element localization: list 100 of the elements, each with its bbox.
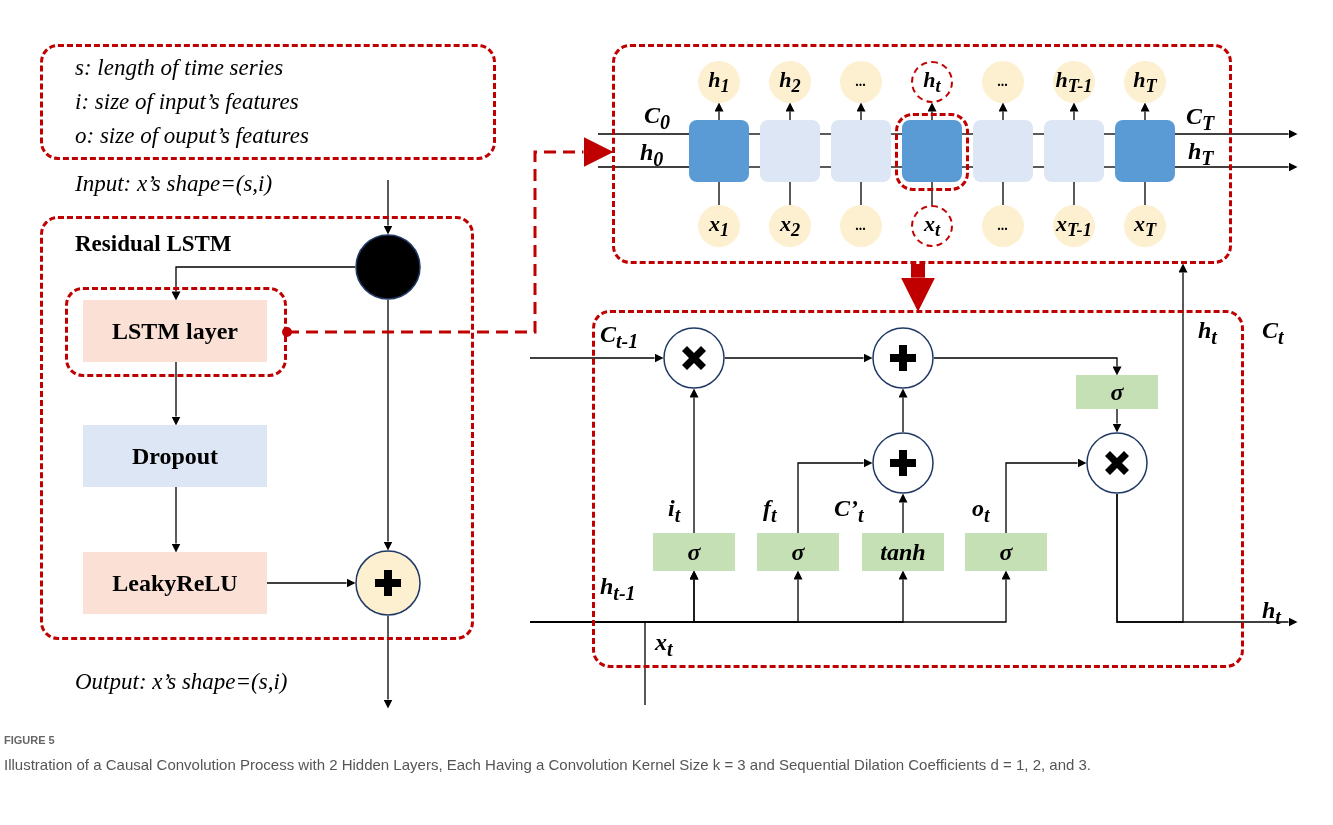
edge-label: h$_{t-1}$ (600, 574, 636, 603)
line (1144, 181, 1146, 206)
gate-label: σ (999, 538, 1013, 566)
state-circle (911, 205, 953, 247)
layer-box (83, 300, 267, 362)
line (1103, 133, 1116, 135)
state-label: h$_{1}$ (708, 66, 730, 98)
arrow (266, 578, 356, 588)
gate-label: σ (1110, 378, 1124, 406)
operator-circle (872, 432, 934, 494)
arrow (529, 570, 1011, 623)
edge-label: h$_{0}$ (640, 140, 664, 169)
state-label: x$_{T}$ (1133, 210, 1157, 242)
line (748, 166, 761, 168)
line (819, 166, 832, 168)
state-label: x$_{t}$ (923, 210, 941, 242)
layer-box (83, 425, 267, 487)
arrow (171, 486, 181, 553)
state-label: ... (855, 74, 867, 90)
gate-box (1076, 375, 1158, 409)
gate-box (757, 533, 839, 571)
operator-circle (663, 327, 725, 389)
arrow (1005, 458, 1087, 534)
definition-text: s: length of time series (75, 55, 284, 81)
line (1002, 181, 1004, 206)
operator-circle (1086, 432, 1148, 494)
line (890, 166, 903, 168)
figure-number: FIGURE 5 (4, 734, 55, 746)
arrow (171, 361, 181, 426)
line (718, 181, 720, 206)
arrow (1069, 102, 1079, 121)
state-label: x$_{T-1}$ (1056, 210, 1092, 242)
edge-label: h$_{t}$ (1198, 318, 1217, 347)
edge-label: C$_{T}$ (1186, 104, 1215, 133)
arrow (383, 615, 393, 709)
edge-label: h$_{t}$ (1262, 598, 1281, 627)
arrow (383, 179, 393, 235)
gate-label: σ (687, 538, 701, 566)
line (789, 181, 791, 206)
state-label: x$_{2}$ (779, 210, 801, 242)
line (890, 133, 903, 135)
edge-label: C$_{0}$ (644, 103, 670, 132)
state-label: ... (997, 74, 1009, 90)
state-label: h$_{2}$ (779, 66, 801, 98)
line (1032, 133, 1045, 135)
state-circle (840, 205, 882, 247)
state-circle (698, 61, 740, 103)
layer-label: LeakyReLU (112, 569, 238, 597)
edge-label: f$_{t}$ (763, 496, 777, 525)
lstm-cell (689, 120, 749, 182)
arrow (998, 102, 1008, 121)
operator-circle (872, 327, 934, 389)
group-title: Residual LSTM (75, 231, 232, 257)
state-label: h$_{t}$ (923, 66, 941, 98)
line (931, 181, 933, 206)
state-circle (769, 205, 811, 247)
line (597, 166, 690, 168)
dashed-group-box (612, 44, 1232, 264)
arrow (1174, 162, 1298, 172)
edge-label: h$_{T}$ (1188, 139, 1214, 168)
state-label: ... (997, 218, 1009, 234)
arrow (689, 388, 699, 534)
figure-caption: Illustration of a Causal Convolution Process with 2 Hidden Layers, Each Having a Convolution Kernel Size k = 3 and Sequential Dilation Coefficients d = 1, 2, and 3. (4, 755, 1093, 775)
arrow (856, 102, 866, 121)
layer-box (83, 552, 267, 614)
operator-circle (355, 550, 421, 616)
lstm-cell (760, 120, 820, 182)
arrow (529, 353, 664, 363)
definition-text: i: size of input’s features (75, 89, 299, 115)
state-circle (1124, 205, 1166, 247)
line (748, 133, 761, 135)
gate-box (965, 533, 1047, 571)
shape-note: Input: x’s shape=(s,i) (75, 172, 273, 195)
state-circle (769, 61, 811, 103)
gate-label: σ (791, 538, 805, 566)
lstm-cell (973, 120, 1033, 182)
dashed-group-box (40, 216, 474, 640)
line (961, 133, 974, 135)
block-arrow (901, 264, 935, 312)
state-circle (911, 61, 953, 103)
state-circle (1124, 61, 1166, 103)
edge-label: o$_{t}$ (972, 496, 990, 525)
arrow (724, 353, 873, 363)
arrow (933, 357, 1122, 376)
arrow (1140, 102, 1150, 121)
arrow (797, 458, 873, 534)
gate-box (862, 533, 944, 571)
highlight-frame (895, 113, 969, 191)
arrow (898, 493, 908, 534)
dashed-group-box (65, 287, 287, 377)
arrow (898, 388, 908, 433)
dashed-connector (282, 137, 614, 337)
line (961, 166, 974, 168)
edge-label: i$_{t}$ (668, 496, 681, 525)
line (1032, 166, 1045, 168)
lstm-cell (1044, 120, 1104, 182)
line (819, 133, 832, 135)
line (1103, 166, 1116, 168)
gate-box (653, 533, 735, 571)
arrow (1174, 129, 1298, 139)
